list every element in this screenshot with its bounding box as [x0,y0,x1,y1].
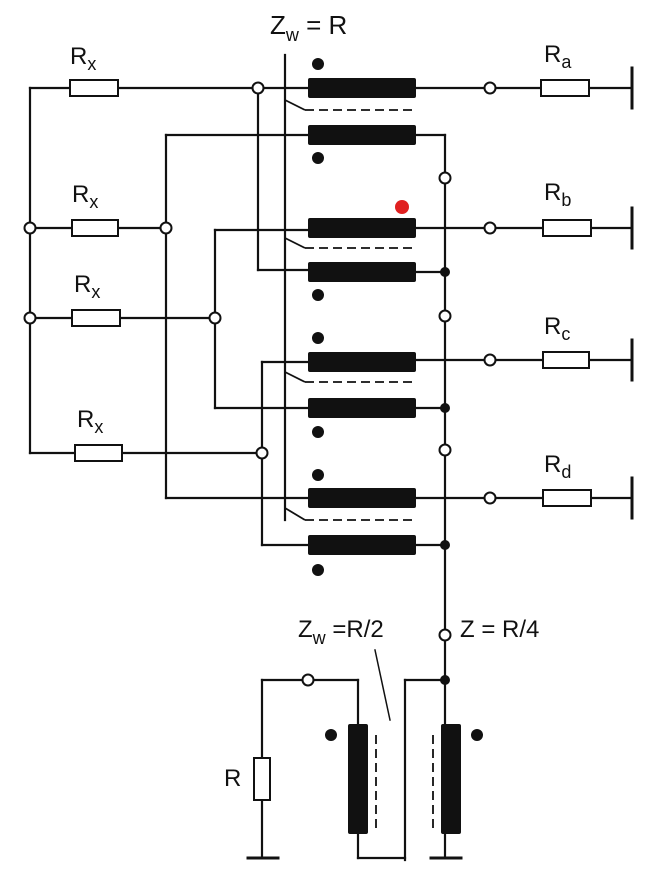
label-zw-top: Zw = R [270,10,347,45]
winding-bar [308,352,416,372]
phase-dot [312,58,324,70]
label-rc: Rc [544,313,570,344]
red-marker [395,200,409,214]
label-rx-3: Rx [74,271,100,302]
coupling-dashes [284,99,434,830]
winding-bar [348,724,368,834]
winding-bar [308,125,416,145]
label-zw-bottom: Zw =R/2 [298,616,384,648]
label-rx-4: Rx [77,406,103,437]
phase-dot [312,469,324,481]
resistor-source [253,757,271,801]
resistor-rx-4 [74,444,123,462]
label-z-output: Z = R/4 [460,616,539,643]
resistor-rx-1 [69,79,119,97]
resistor-rd [542,489,592,507]
phase-dot [325,729,337,741]
junction-dots [440,267,450,685]
open-terminals [23,81,497,687]
winding-bar [308,78,416,98]
phase-dot [312,152,324,164]
left-input-bus [28,86,264,455]
winding-bar [441,724,461,834]
label-rx-1: Rx [70,43,96,74]
label-rb: Rb [544,179,571,210]
label-ra: Ra [544,41,572,72]
resistors [69,79,592,801]
resistor-rx-2 [71,219,119,237]
phase-dot [312,564,324,576]
transformer-windings [308,78,461,834]
phase-dot [471,729,483,741]
phase-dot [312,289,324,301]
winding-bar [308,262,416,282]
phase-dot [312,426,324,438]
resistor-ra [540,79,590,97]
winding-bar [308,218,416,238]
winding-bar [308,398,416,418]
phase-dot [312,332,324,344]
winding-bar [308,535,416,555]
resistor-rb [542,219,592,237]
label-rd: Rd [544,451,571,482]
label-rx-2: Rx [72,181,98,212]
resistor-rx-3 [71,309,121,327]
resistor-rc [542,351,590,369]
distribution-wires [164,53,312,547]
right-output-bus [413,86,634,637]
phase-dots [312,58,483,741]
winding-bar [308,488,416,508]
label-source-r: R [224,765,241,792]
